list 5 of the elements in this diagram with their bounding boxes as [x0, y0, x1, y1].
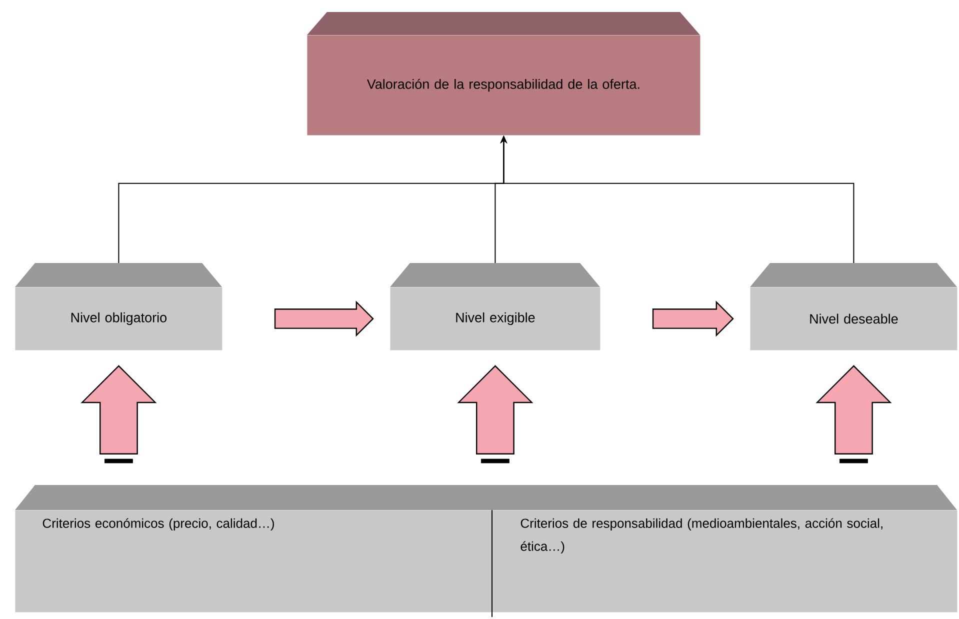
level-box: Nivel exigible: [390, 263, 600, 350]
criteria-band: Criterios económicos (precio, calidad…) Criterios de responsabilidad (medioambientales, acción social, ética…): [15, 485, 958, 618]
level-box: Nivel deseable: [750, 263, 958, 350]
result-box: Valoración de la responsabilidad de la oferta.: [307, 12, 700, 136]
level-box: Nivel obligatorio: [15, 263, 222, 350]
